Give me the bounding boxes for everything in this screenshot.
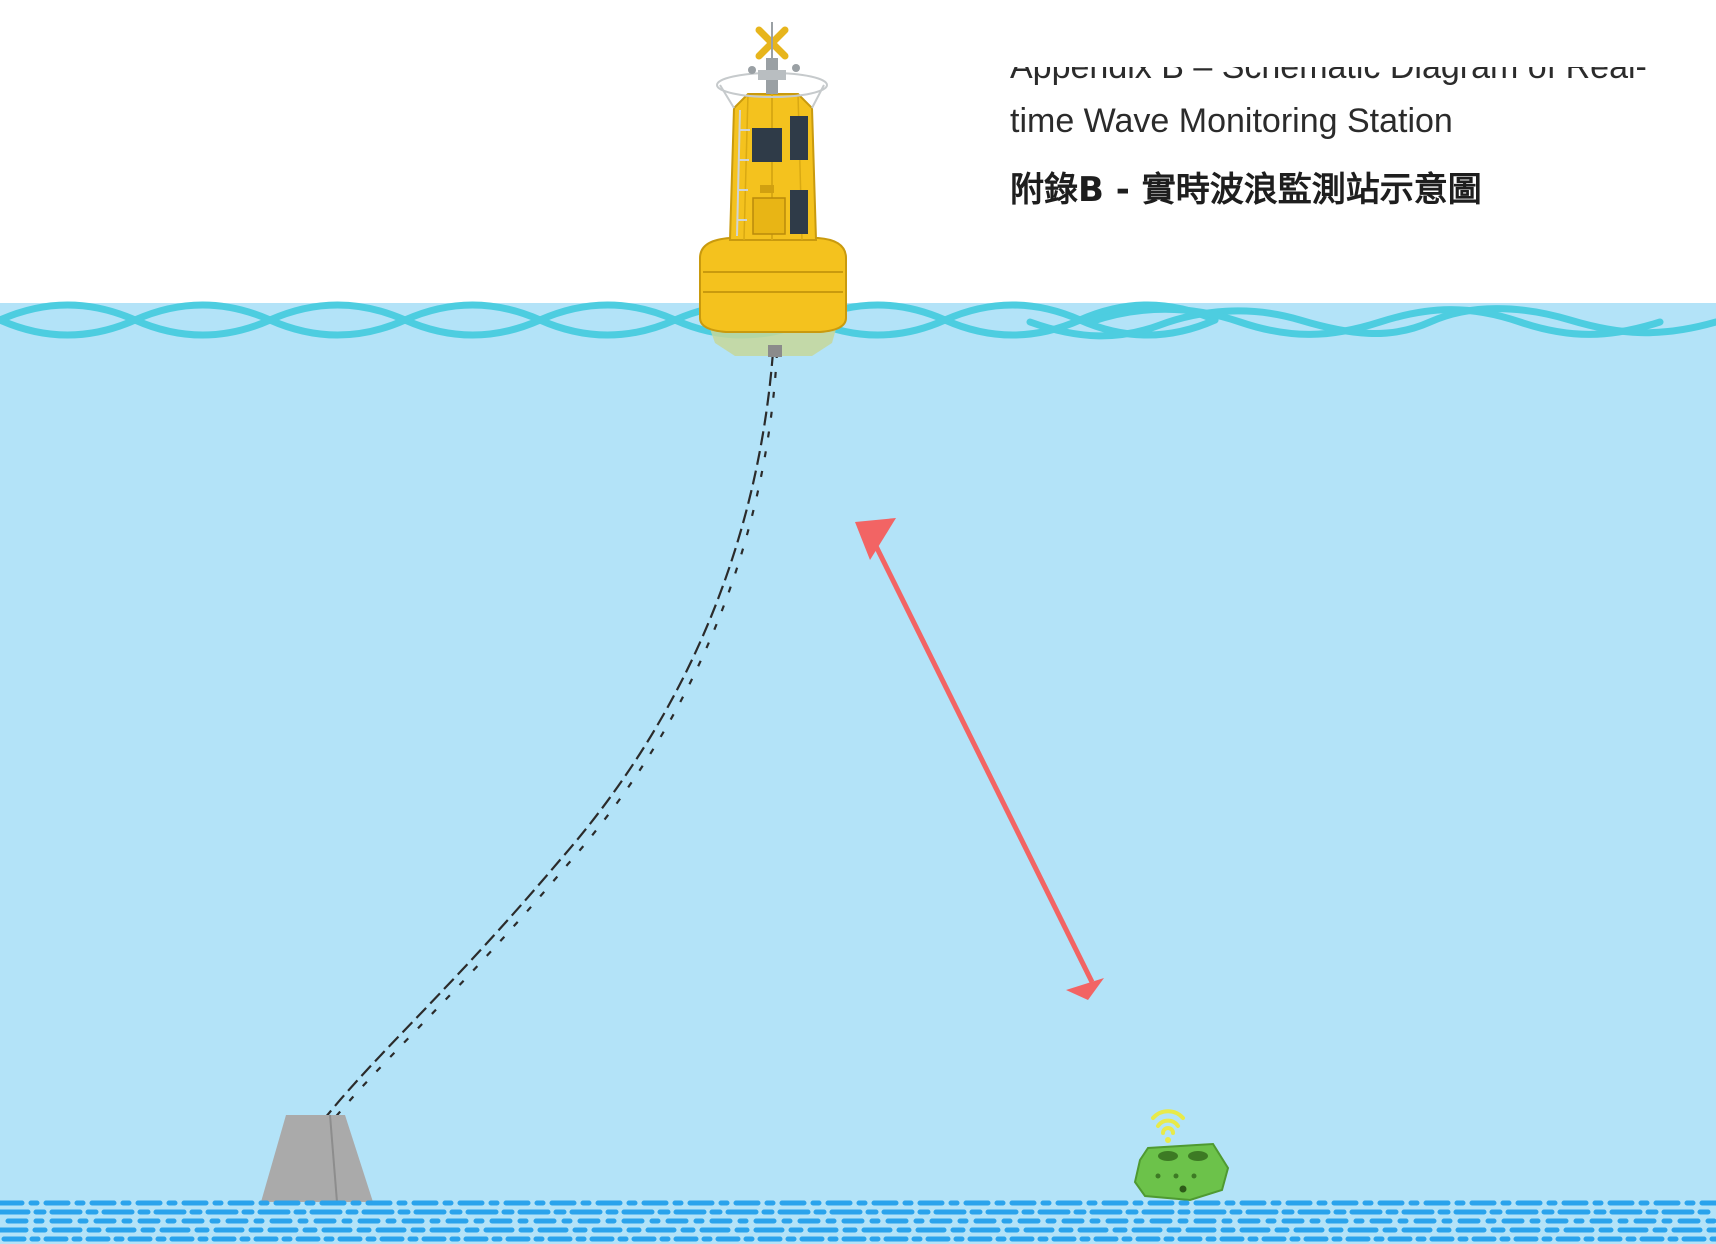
buoy-hatch [752, 197, 786, 235]
solar-panel [752, 128, 782, 162]
title-chinese: 附錄B - 實時波浪監測站示意圖 [1010, 170, 1482, 210]
sea-surface-waves [0, 301, 1716, 340]
mooring-chain [324, 351, 779, 1121]
seabed-wave-sensor [1133, 1142, 1230, 1202]
double-headed-arrow [855, 518, 1104, 1000]
anchor-block [261, 1115, 373, 1202]
seawater [0, 303, 1716, 1244]
buoy-float-collar [699, 237, 847, 333]
title-block: Appendix B – Schematic Diagram of Real-t… [1010, 40, 1690, 211]
wireless-signal-icon [1151, 1109, 1185, 1143]
title-english: Appendix B – Schematic Diagram of Real-t… [1010, 48, 1647, 140]
anchor-edge [329, 1114, 338, 1203]
solar-panel [790, 190, 808, 234]
seabed [0, 1200, 1716, 1242]
wave-buoy [699, 22, 847, 357]
solar-panel [790, 116, 808, 160]
